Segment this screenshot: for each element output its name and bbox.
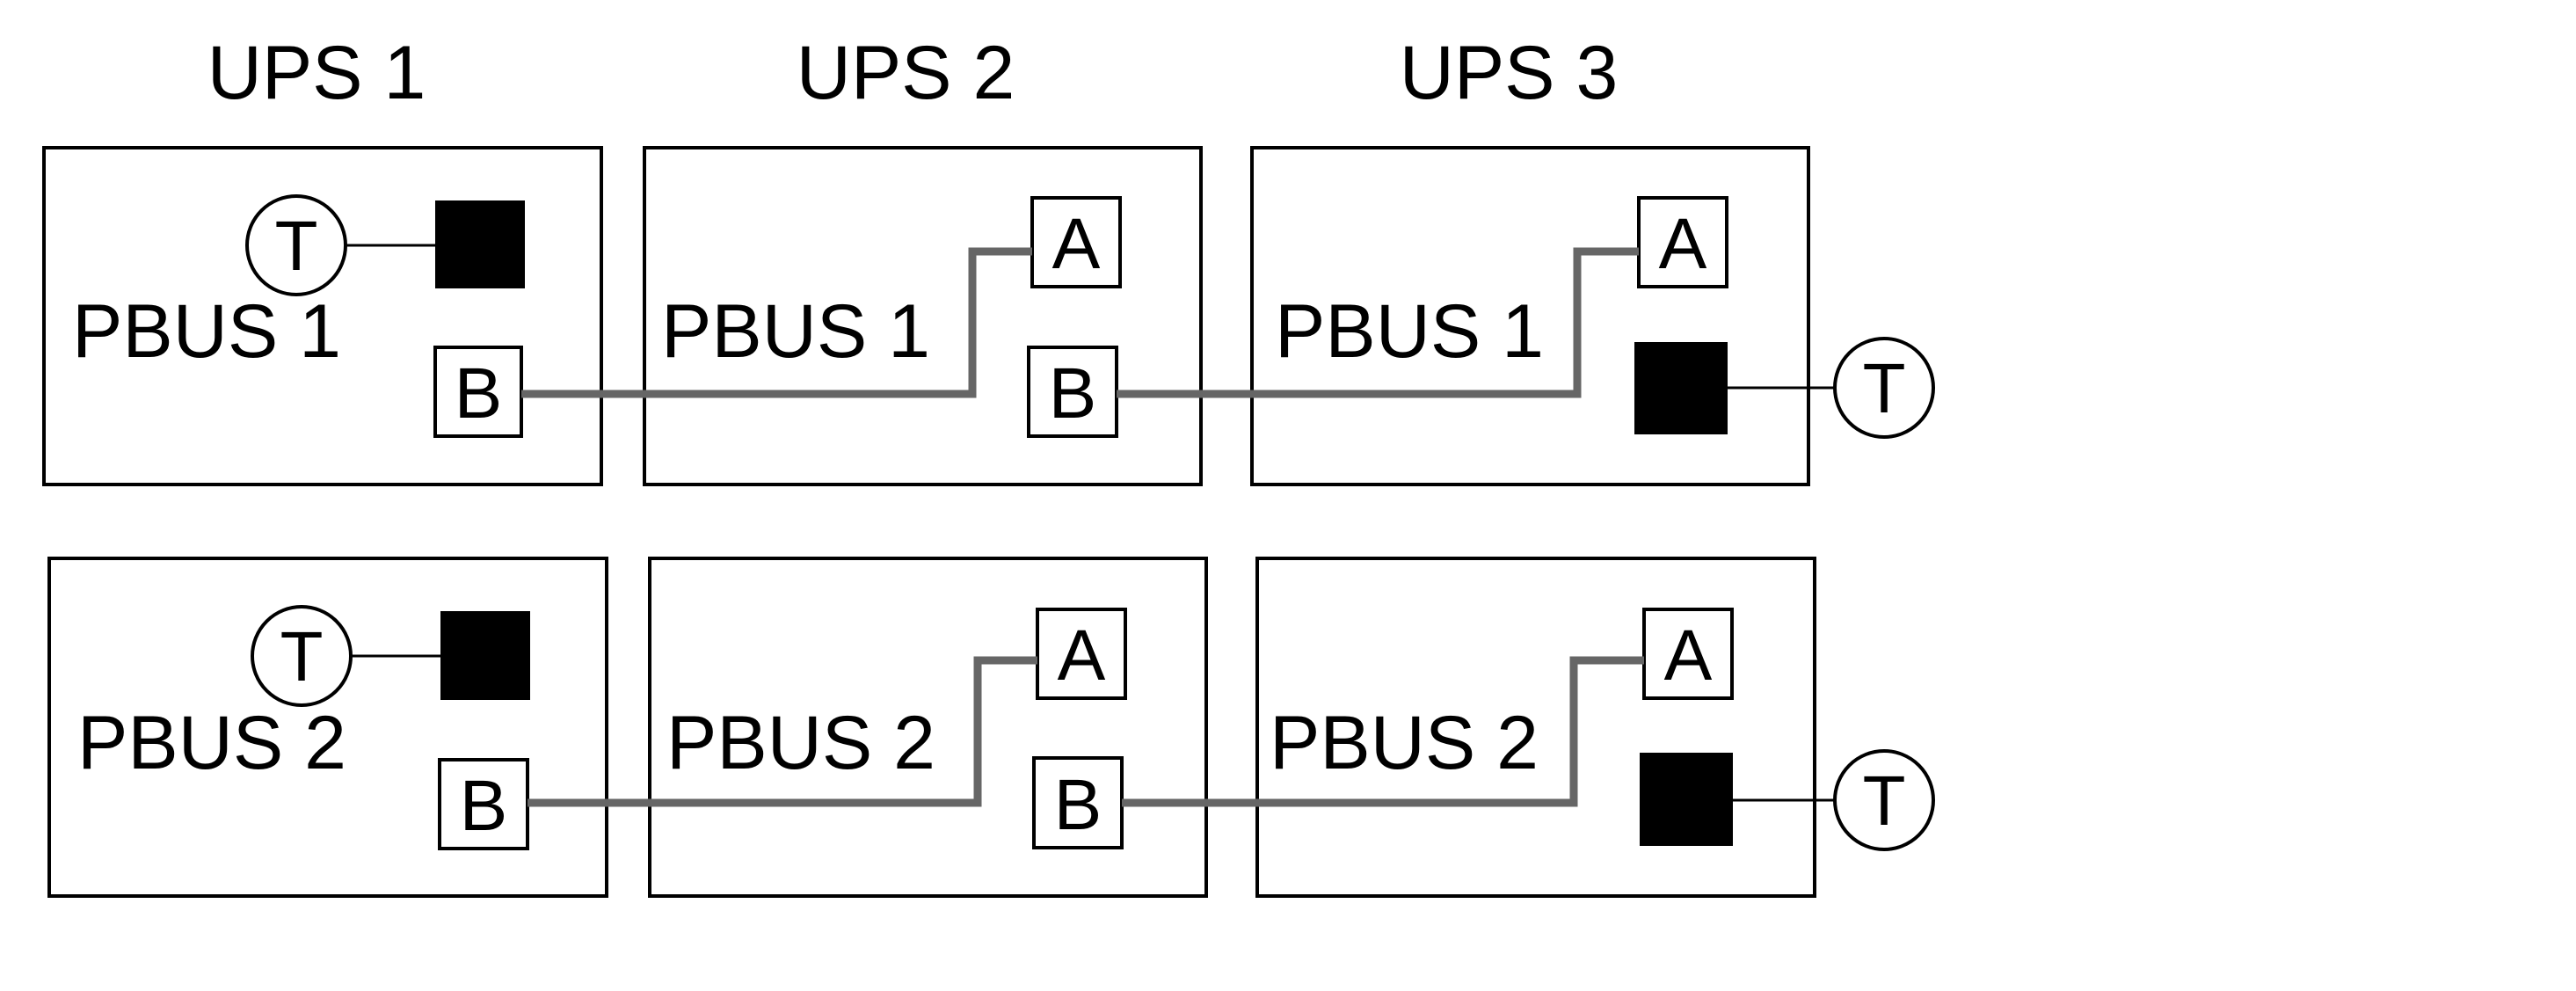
ups-3-pbus-1-port-a (1637, 196, 1728, 288)
ups-2-pbus-1-frame (643, 146, 1203, 486)
ups-2-pbus-2-port-b (1032, 756, 1124, 849)
ups-1-pbus-1-label: PBUS 1 (72, 289, 341, 374)
ups-2-pbus-2-label: PBUS 2 (666, 701, 935, 785)
ups-1-heading: UPS 1 (207, 31, 426, 115)
ups-1-pbus-2-unit: PBUS 2 T B (47, 557, 608, 898)
ups-3-pbus-2-label: PBUS 2 (1270, 701, 1539, 785)
pbus-2-row: PBUS 2 T B PBUS 2 A B PBUS 2 A T (47, 557, 1935, 898)
ups-2-pbus-2-port-a-label: A (1058, 616, 1106, 696)
ups-1-pbus-1-port-b-label: B (455, 353, 503, 434)
ups-3-pbus-2-port-a-label: A (1664, 616, 1713, 696)
pbus-1-row: PBUS 1 T B PBUS 1 A B PBUS 1 A T (42, 146, 1935, 486)
ups-1-pbus-1-port-a-filled (435, 200, 525, 288)
ups-1-pbus-2-port-b (438, 758, 529, 850)
ups-3-pbus-1-label: PBUS 1 (1275, 289, 1544, 374)
ups-1-pbus-2-port-a-filled (440, 611, 530, 700)
ups-2-pbus-1-port-b (1027, 346, 1118, 438)
ups-1-pbus-1-unit: PBUS 1 T B (42, 146, 603, 486)
ups-3-pbus-2-terminator-icon (1833, 749, 1935, 851)
pbus-1-cable-ups-2-to-ups-3 (1117, 247, 1639, 398)
ups-3-pbus-2-port-b-filled (1640, 753, 1733, 846)
ups-2-pbus-1-port-b-label: B (1049, 353, 1097, 434)
ups-3-pbus-2-unit: PBUS 2 A T (1255, 557, 1935, 898)
ups-2-pbus-2-port-b-label: B (1054, 765, 1102, 845)
ups-2-pbus-1-label: PBUS 1 (661, 289, 930, 374)
ups-2-heading: UPS 2 (797, 31, 1015, 115)
ups-1-pbus-2-port-b-label: B (460, 766, 508, 846)
pbus-2-cable-ups-2-to-ups-3 (1122, 656, 1644, 807)
ups-3-pbus-1-terminator-label: T (1863, 349, 1906, 427)
ups-3-pbus-1-port-a-label: A (1659, 204, 1707, 284)
ups-1-pbus-1-port-b (433, 346, 523, 438)
ups-1-pbus-2-terminator-icon (251, 605, 353, 707)
ups-1-pbus-2-terminator-label: T (280, 617, 324, 696)
ups-3-pbus-1-terminator-icon (1833, 337, 1935, 439)
ups-3-pbus-1-frame (1250, 146, 1810, 486)
ups-3-pbus-2-port-a (1642, 608, 1734, 700)
ups-1-pbus-1-terminator-label: T (275, 207, 318, 285)
ups-2-pbus-1-port-a (1030, 196, 1122, 288)
ups-2-pbus-2-port-a (1036, 608, 1127, 700)
ups-3-heading: UPS 3 (1400, 31, 1619, 115)
ups-1-pbus-2-frame (47, 557, 608, 898)
ups-2-pbus-2-frame (648, 557, 1208, 898)
pbus-1-cable-ups-1-to-ups-2 (521, 247, 1032, 398)
ups-3-pbus-1-port-b-filled (1634, 342, 1728, 434)
ups-2-pbus-2-unit: PBUS 2 A B (648, 557, 1208, 898)
ups-2-pbus-1-unit: PBUS 1 A B (643, 146, 1203, 486)
ups-1-pbus-1-terminator-icon (245, 194, 347, 296)
ups-3-pbus-1-unit: PBUS 1 A T (1250, 146, 1935, 486)
ups-3-pbus-2-terminator-label: T (1863, 761, 1906, 840)
pbus-2-cable-ups-1-to-ups-2 (528, 656, 1037, 807)
ups-3-pbus-2-frame (1255, 557, 1816, 898)
ups-2-pbus-1-port-a-label: A (1052, 204, 1101, 284)
ups-1-pbus-1-frame (42, 146, 603, 486)
ups-1-pbus-2-label: PBUS 2 (77, 701, 346, 785)
